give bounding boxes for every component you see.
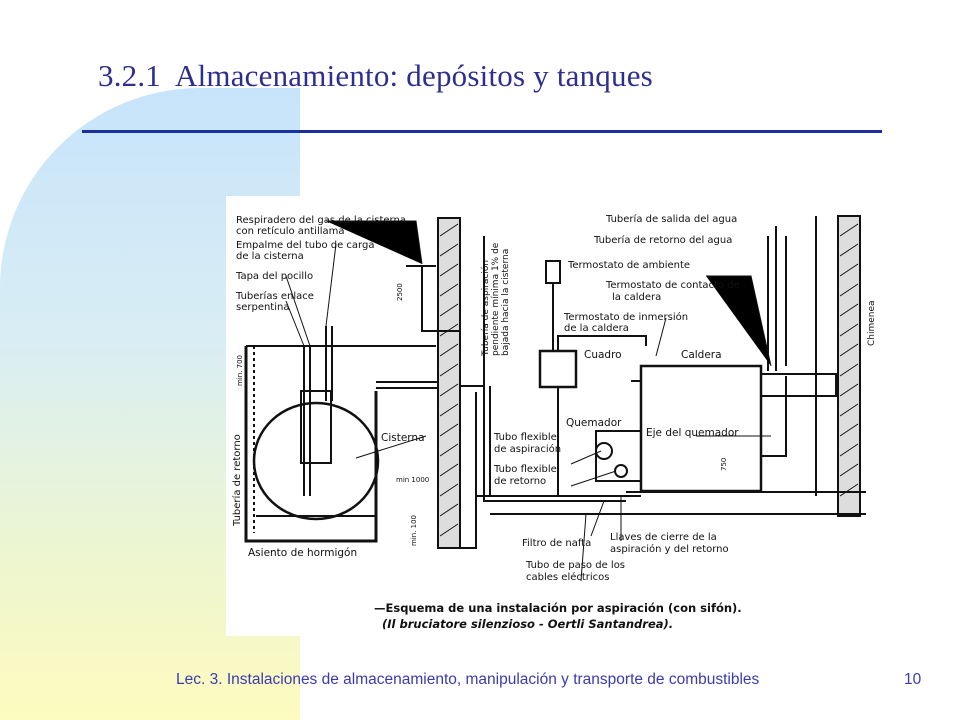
- label-dim-750: 750: [720, 458, 728, 471]
- label-llaves-2: aspiración y del retorno: [610, 543, 729, 555]
- label-cisterna: Cisterna: [381, 432, 425, 444]
- title-text: Almacenamiento: depósitos y tanques: [175, 58, 653, 93]
- label-dim-2500: 2500: [396, 283, 404, 301]
- label-tubo-flex-ret-2: de retorno: [494, 476, 546, 487]
- label-llaves: Llaves de cierre de la: [610, 532, 717, 543]
- label-termostato-ambiente: Termostato de ambiente: [567, 260, 690, 271]
- label-tubo-flex-asp-2: de aspiración: [494, 443, 561, 455]
- label-empalme-2: de la cisterna: [236, 251, 304, 262]
- diagram-caption-line2: (Il bruciatore silenzioso - Oertli Santa…: [382, 617, 673, 631]
- label-quemador: Quemador: [566, 417, 622, 429]
- label-cuadro: Cuadro: [584, 349, 622, 361]
- label-tuberia-retorno-v: Tubería de retorno: [231, 434, 243, 527]
- label-tubo-flex-asp: Tubo flexible: [493, 432, 557, 443]
- label-tuberia-aspiracion-v1: Tubería de aspiración: [480, 260, 491, 357]
- diagram-svg: Respiradero del gas de la cisterna con r…: [231, 213, 877, 631]
- label-tuberia-aspiracion-v2: pendiente mínima 1% de: [491, 242, 501, 356]
- label-retorno-agua: Tubería de retorno del agua: [593, 234, 732, 246]
- label-caldera: Caldera: [681, 349, 722, 361]
- label-tapa: Tapa del pocillo: [235, 271, 313, 282]
- label-tuberia-aspiracion-v3: bajada hacia la cisterna: [501, 249, 511, 356]
- label-tubo-paso: Tubo de paso de los: [525, 560, 625, 571]
- label-respiradero: Respiradero del gas de la cisterna: [236, 215, 406, 226]
- installation-diagram: Respiradero del gas de la cisterna con r…: [226, 196, 882, 636]
- label-filtro: Filtro de nafta: [522, 538, 591, 549]
- page-number: 10: [904, 671, 922, 688]
- label-asiento: Asiento de hormigón: [248, 547, 357, 559]
- label-tuberias-enlace: Tuberías enlace: [235, 290, 314, 302]
- label-eje-quemador: Eje del quemador: [646, 427, 739, 439]
- label-tubo-paso-2: cables eléctricos: [526, 571, 610, 583]
- diagram-caption-line1: —Esquema de una instalación por aspiraci…: [374, 601, 742, 615]
- label-empalme: Empalme del tubo de carga: [236, 240, 374, 251]
- slide-title: 3.2.1 Almacenamiento: depósitos y tanques: [98, 58, 653, 94]
- label-dim-100: min. 100: [410, 515, 418, 546]
- label-respiradero-2: con retículo antillama: [236, 225, 345, 237]
- label-dim-700: min. 700: [236, 355, 244, 386]
- label-chimenea: Chimenea: [867, 300, 877, 346]
- label-serpentina: serpentina: [236, 302, 289, 313]
- label-termostato-contacto-2: la caldera: [612, 292, 661, 303]
- label-termostato-inmersion-2: de la caldera: [564, 323, 629, 334]
- slide-footer: Lec. 3. Instalaciones de almacenamiento,…: [176, 671, 760, 688]
- label-salida-agua: Tubería de salida del agua: [605, 213, 737, 225]
- label-dim-1000: min 1000: [396, 476, 429, 484]
- title-number: 3.2.1: [98, 58, 161, 93]
- label-tubo-flex-ret: Tubo flexible: [493, 464, 557, 475]
- title-rule: [82, 130, 882, 133]
- label-termostato-inmersion: Termostato de inmersión: [563, 311, 688, 323]
- label-termostato-contacto: Termostato de contacto de: [605, 280, 740, 291]
